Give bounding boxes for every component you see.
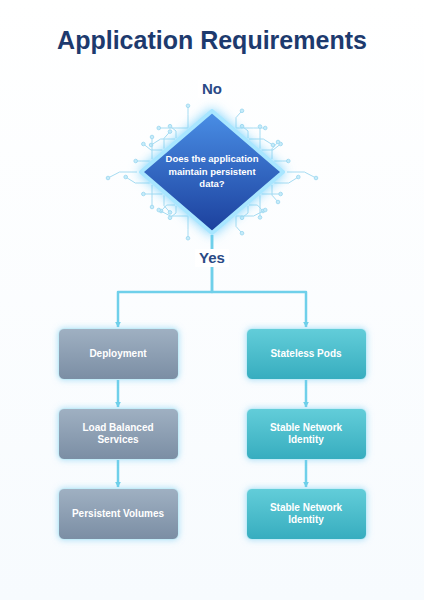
trace-dot [157,126,161,130]
trace-dot [258,125,262,129]
trace-dot [240,216,244,220]
trace-dot [134,159,138,163]
process-box: Persistent Volumes [58,488,179,540]
process-box: Load Balanced Services [58,408,179,460]
connector [117,460,120,487]
circuit-trace [188,216,189,238]
trace-dot [276,200,280,204]
circuit-trace [143,194,162,195]
circuit-trace [260,127,261,149]
trace-dot [240,124,244,128]
connector [305,380,308,407]
trace-dot [276,140,280,144]
trace-dot [124,175,128,179]
trace-dot [186,236,190,240]
circuit-trace [287,172,316,178]
circuit-trace [143,144,162,150]
node-text: Does the application maintain persistent… [162,153,262,190]
trace-dot [314,176,318,180]
trace-dot [297,175,301,179]
branch-label: Yes [195,249,229,267]
trace-dot [279,192,283,196]
node-text: Deployment [89,348,146,361]
node-text: Load Balanced Services [67,422,170,447]
trace-dot [142,142,146,146]
circuit-trace [152,185,153,207]
circuit-trace [260,195,261,217]
trace-dot [150,135,154,139]
diamond-shape [141,111,283,233]
trace-dot [106,176,110,180]
connector [305,460,308,487]
circuit-trace [188,106,189,128]
node-text: Persistent Volumes [72,508,164,521]
circuit-trace [272,185,278,202]
diagram-title: Application Requirements [4,26,420,55]
branch-label: No [198,80,226,98]
process-box: Stable Network Identity [246,408,367,460]
trace-dot [287,159,291,163]
circuit-traces [106,104,318,240]
process-box: Stateless Pods [246,328,367,380]
process-box: Deployment [58,328,179,380]
trace-dot [168,211,172,215]
node-text: Stable Network Identity [255,502,358,527]
trace-dot [168,124,172,128]
circuit-trace [262,194,281,195]
trace-dot [186,104,190,108]
trace-dot [168,130,172,134]
circuit-trace [262,144,281,150]
trace-dot [168,216,172,220]
trace-dot [263,126,267,130]
trace-dot [240,109,244,113]
trace-dot [150,205,154,209]
trace-dot [157,208,161,212]
trace-dot [240,231,244,235]
trace-dot [258,216,262,220]
circuit-trace [272,142,278,159]
trace-dot [263,208,267,212]
connector [117,380,120,407]
node-text: Stable Network Identity [255,422,358,447]
circuit-trace [108,172,137,178]
trace-dot [142,192,146,196]
process-box: Stable Network Identity [246,488,367,540]
decision-diamond: Does the application maintain persistent… [137,107,287,237]
circuit-trace [152,137,153,159]
node-text: Stateless Pods [270,348,341,361]
